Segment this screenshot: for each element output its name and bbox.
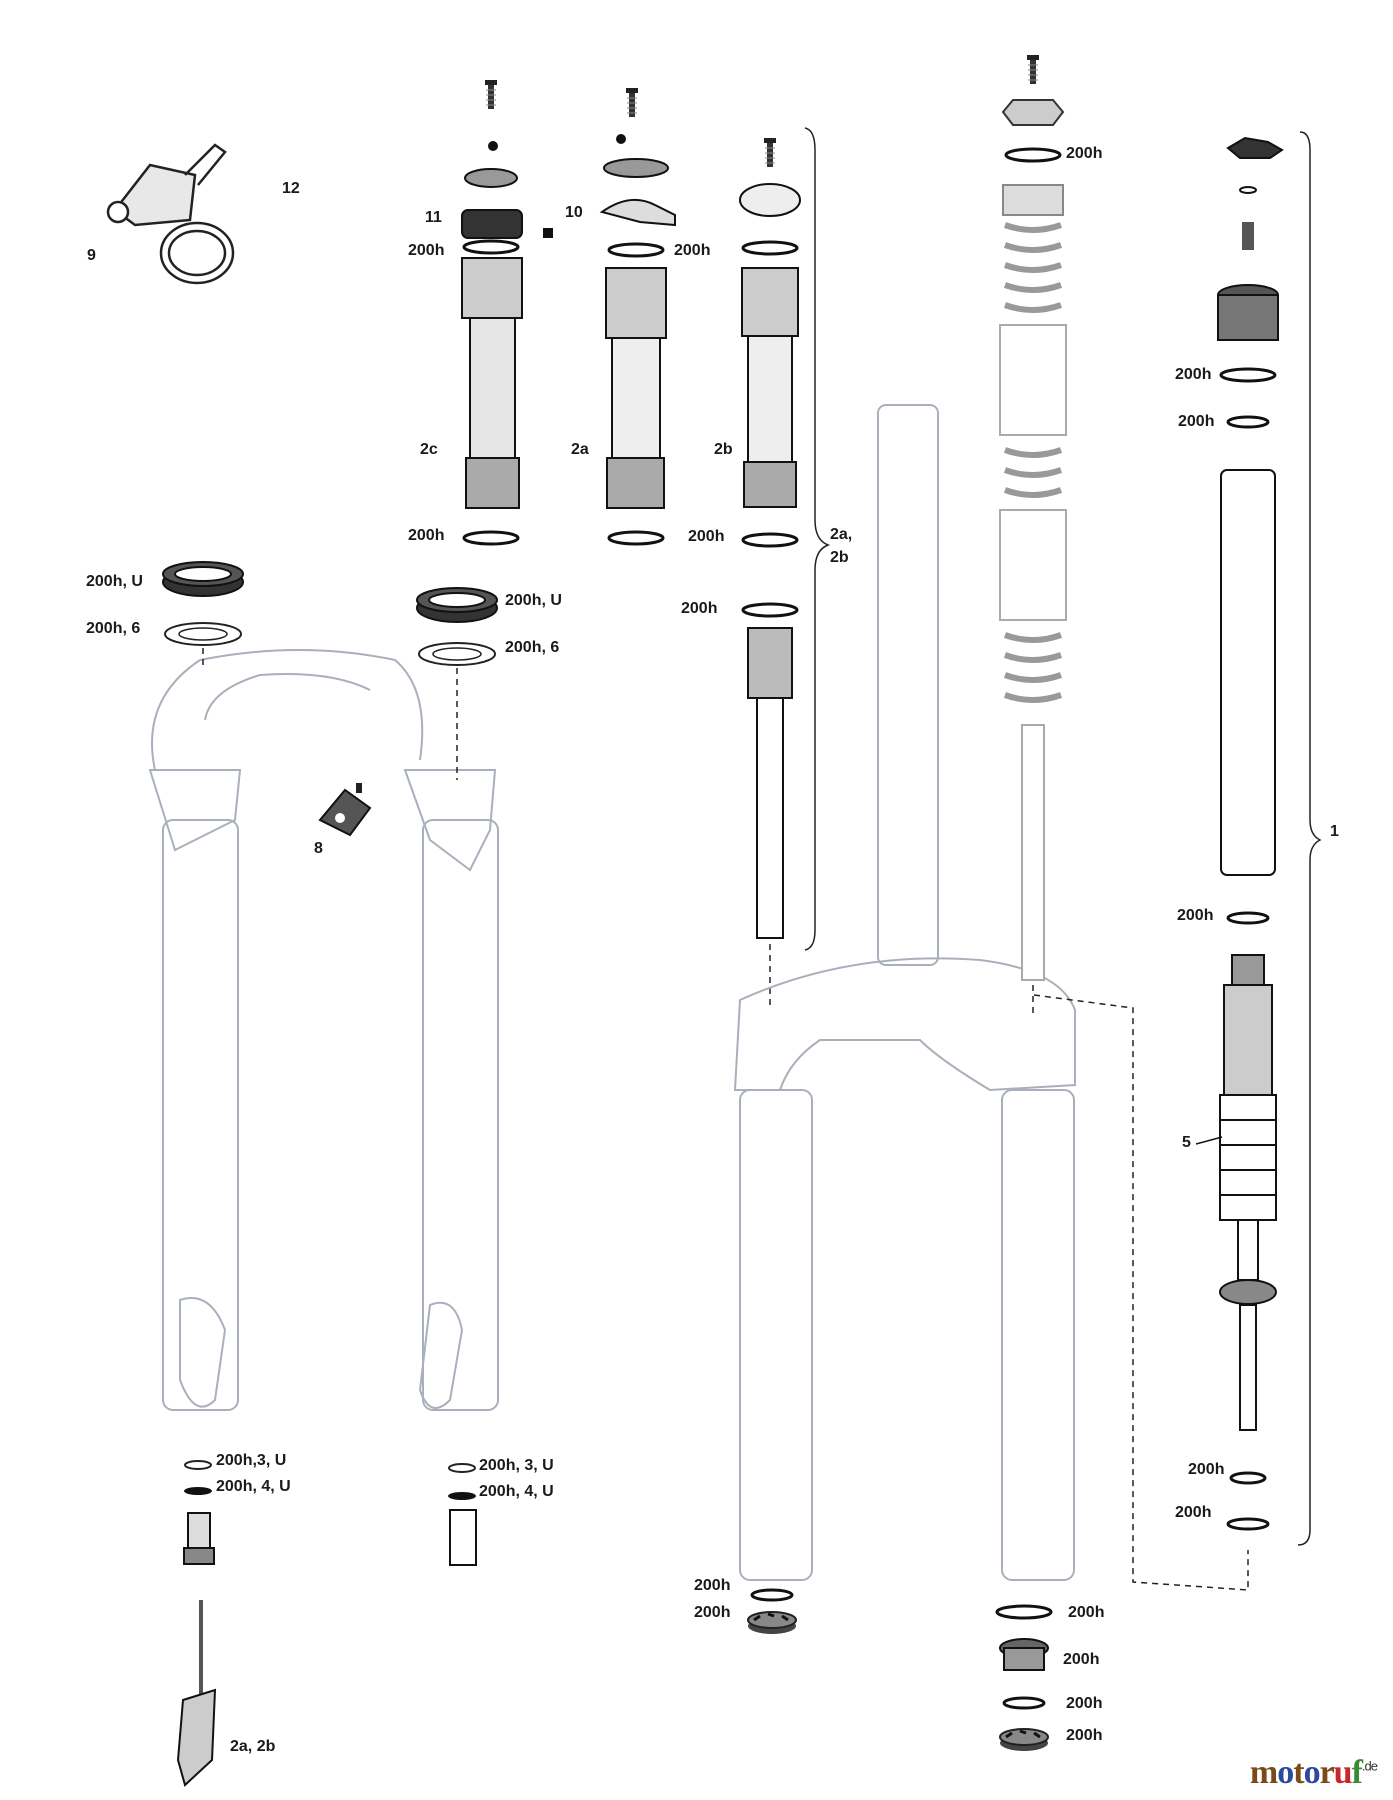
remote-lever [106, 143, 235, 285]
label-11: 11 [425, 209, 442, 226]
watermark-logo: motoruf.de [1249, 1754, 1378, 1791]
label-200h: 200h [1175, 366, 1212, 383]
label-1: 1 [1330, 823, 1339, 840]
bottom-hardware-left [176, 1460, 477, 1787]
label-200h: 200h [1177, 907, 1214, 924]
spring-assembly [999, 54, 1067, 1015]
label-200h-U: 200h, U [505, 592, 562, 609]
label-10: 10 [565, 204, 583, 221]
leader-line-5 [1196, 1136, 1223, 1145]
label-200h-U: 200h, U [86, 573, 143, 590]
cartridge-1 [1033, 131, 1322, 1591]
dust-seal-left [162, 561, 244, 597]
label-2a: 2a [571, 441, 589, 458]
label-200h: 200h [1175, 1504, 1212, 1521]
foam-ring-right [418, 642, 496, 666]
label-2b: 2b [714, 441, 733, 458]
foam-ring-left [164, 622, 242, 646]
label-12: 12 [282, 180, 300, 197]
label-200h: 200h [694, 1604, 731, 1621]
label-200h: 200h [1188, 1461, 1225, 1478]
dust-seal-right [416, 587, 498, 623]
label-200h: 200h [674, 242, 711, 259]
label-200h: 200h [681, 600, 718, 617]
label-200h: 200h [408, 527, 445, 544]
label-200h: 200h [1178, 413, 1215, 430]
damper-2a [599, 87, 676, 546]
label-200h: 200h [1063, 1651, 1100, 1668]
label-200h: 200h [1066, 1727, 1103, 1744]
label-2c: 2c [420, 441, 438, 458]
label-200h: 200h [1066, 145, 1103, 162]
label-2a-2b: 2b [830, 549, 849, 566]
label-200h-3-U: 200h, 3, U [479, 1457, 554, 1474]
cable-guide-8 [318, 783, 372, 837]
label-200h-6: 200h, 6 [86, 620, 141, 637]
label-200h-4-U: 200h, 4, U [216, 1478, 291, 1495]
label-200h-6: 200h, 6 [505, 639, 560, 656]
fork-lower-left [148, 649, 499, 1411]
label-5: 5 [1182, 1134, 1191, 1151]
label-2a-2b: 2a, [830, 526, 853, 543]
damper-2c [461, 79, 553, 546]
label-200h: 200h [1066, 1695, 1103, 1712]
label-9: 9 [87, 247, 96, 264]
damper-2b [739, 127, 831, 1010]
label-200h: 200h [694, 1577, 731, 1594]
label-200h: 200h [1068, 1604, 1105, 1621]
label-200h-4-U: 200h, 4, U [479, 1483, 554, 1500]
bottom-hardware-center [746, 1588, 1053, 1753]
label-200h-3-U: 200h,3, U [216, 1452, 287, 1469]
label-200h: 200h [688, 528, 725, 545]
label-200h: 200h [408, 242, 445, 259]
label-2a-2b: 2a, 2b [230, 1738, 276, 1755]
crown-steerer [733, 404, 1076, 1581]
label-8: 8 [314, 840, 323, 857]
